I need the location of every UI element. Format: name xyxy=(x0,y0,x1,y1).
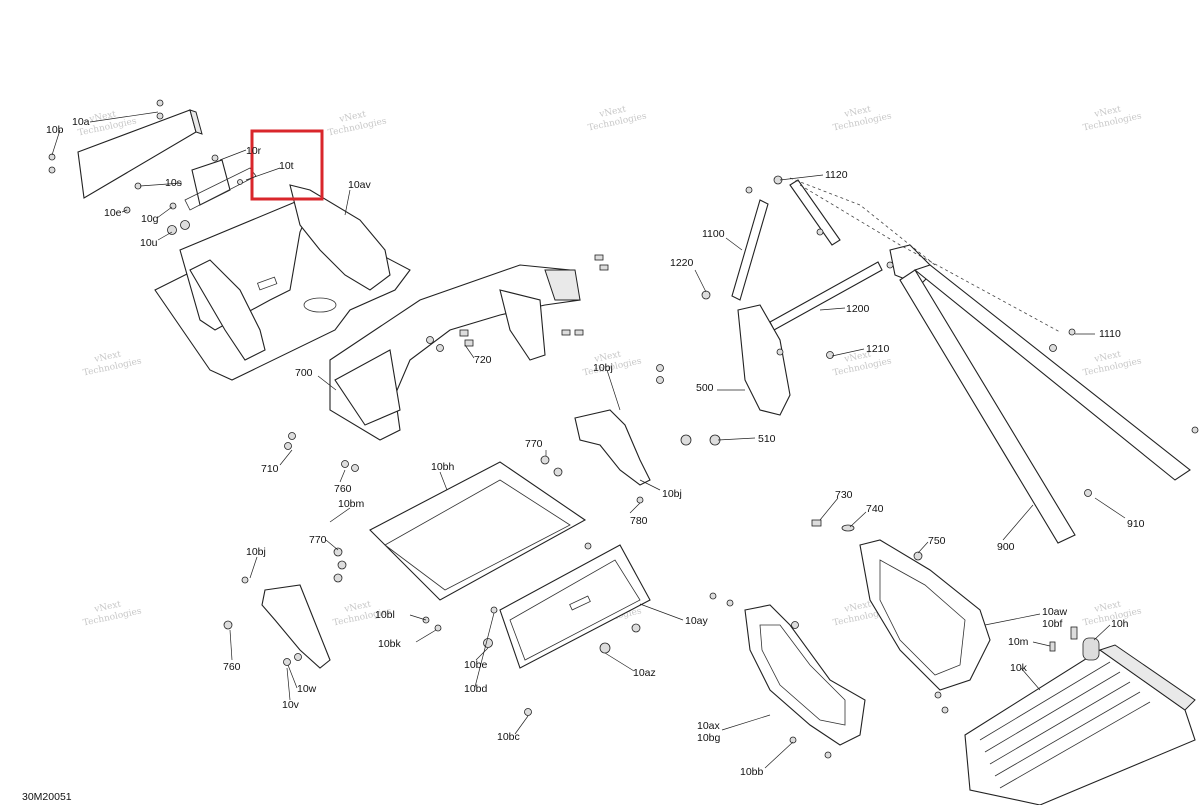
floor-frame xyxy=(154,184,411,381)
skid-plate-lower xyxy=(499,544,651,669)
callout-10bj-left: 10bj xyxy=(246,546,266,558)
front-plate-assembly xyxy=(48,99,257,235)
side-frames xyxy=(709,519,991,759)
callout-900: 900 xyxy=(997,541,1015,553)
callout-10bj-right: 10bj xyxy=(662,488,682,500)
callout-10v: 10v xyxy=(282,699,300,711)
strut-900 xyxy=(899,269,1076,544)
callout-1100: 1100 xyxy=(702,228,725,240)
callout-710: 710 xyxy=(261,463,279,475)
watermark: vNext Technologies xyxy=(587,104,648,133)
lower-left-bracket xyxy=(223,547,347,669)
radiator-core xyxy=(964,649,1196,805)
callout-10w: 10w xyxy=(297,683,317,695)
callout-1210: 1210 xyxy=(866,343,890,355)
callout-10r: 10r xyxy=(246,145,262,157)
callout-10bm: 10bm xyxy=(338,498,365,510)
suspension-links xyxy=(680,175,1199,544)
callout-10bk: 10bk xyxy=(378,638,402,650)
callout-720: 720 xyxy=(474,354,492,366)
skid-plate-upper xyxy=(369,461,587,601)
callout-700: 700 xyxy=(295,367,313,379)
reference-code: 30M20051 xyxy=(22,791,72,803)
callout-730: 730 xyxy=(835,489,853,501)
link-1200 xyxy=(769,261,883,331)
callout-10u: 10u xyxy=(140,237,158,249)
callout-10bc: 10bc xyxy=(497,731,520,743)
callout-10m: 10m xyxy=(1008,636,1029,648)
radiator xyxy=(964,626,1196,805)
callout-10ax: 10ax xyxy=(697,720,721,732)
callout-10s: 10s xyxy=(165,177,182,189)
callout-10bh: 10bh xyxy=(431,461,455,473)
callout-750: 750 xyxy=(928,535,946,547)
callout-10av: 10av xyxy=(348,179,372,191)
callout-10bg: 10bg xyxy=(697,732,721,744)
knuckle-500 xyxy=(737,304,791,416)
callout-10e: 10e xyxy=(104,207,122,219)
mid-bracket xyxy=(540,409,651,504)
callout-10az: 10az xyxy=(633,667,656,679)
watermark: vNext Technologies xyxy=(1082,349,1143,378)
skid-plates xyxy=(369,461,651,716)
leader-lines xyxy=(51,111,1126,769)
callout-760-low: 760 xyxy=(223,661,241,673)
side-frame-upper xyxy=(859,539,991,691)
callout-740: 740 xyxy=(866,503,884,515)
callout-10b: 10b xyxy=(46,124,64,136)
watermark: vNext Technologies xyxy=(832,104,893,133)
watermark: vNext Technologies xyxy=(82,349,143,378)
watermark: vNext Technologies xyxy=(327,109,388,138)
bracket xyxy=(191,159,231,206)
callout-1120: 1120 xyxy=(825,169,848,181)
callout-770-low: 770 xyxy=(309,534,327,546)
watermark: vNext Technologies xyxy=(1082,104,1143,133)
callout-10bb: 10bb xyxy=(740,766,764,778)
link-1100 xyxy=(731,199,769,301)
callout-760-top: 760 xyxy=(334,483,352,495)
callout-10h: 10h xyxy=(1111,618,1129,630)
callout-10bf: 10bf xyxy=(1042,618,1063,630)
callout-10g: 10g xyxy=(141,213,159,225)
callout-1220: 1220 xyxy=(670,257,694,269)
callout-10bl: 10bl xyxy=(375,609,395,621)
callout-10k: 10k xyxy=(1010,662,1028,674)
callout-770-top: 770 xyxy=(525,438,543,450)
callout-510: 510 xyxy=(758,433,776,445)
callout-1200: 1200 xyxy=(846,303,870,315)
callout-780: 780 xyxy=(630,515,648,527)
callout-910: 910 xyxy=(1127,518,1145,530)
callout-10a: 10a xyxy=(72,116,90,128)
callout-10bd: 10bd xyxy=(464,683,488,695)
callout-10bj-top: 10bj xyxy=(593,362,613,374)
callout-10ay: 10ay xyxy=(685,615,709,627)
callout-labels: 10a 10b 10r 10t 10s 10e 10g 10u 10av 112… xyxy=(46,116,1145,778)
roll-cage-side xyxy=(289,184,391,291)
callout-1110: 1110 xyxy=(1099,328,1121,340)
callout-10be: 10be xyxy=(464,659,488,671)
callout-500: 500 xyxy=(696,382,714,394)
side-frame-lower xyxy=(744,604,866,746)
main-frame xyxy=(284,254,664,472)
highlight-box xyxy=(250,129,324,201)
watermark: vNext Technologies xyxy=(82,599,143,628)
callout-10t: 10t xyxy=(279,160,294,172)
callout-10aw: 10aw xyxy=(1042,606,1068,618)
